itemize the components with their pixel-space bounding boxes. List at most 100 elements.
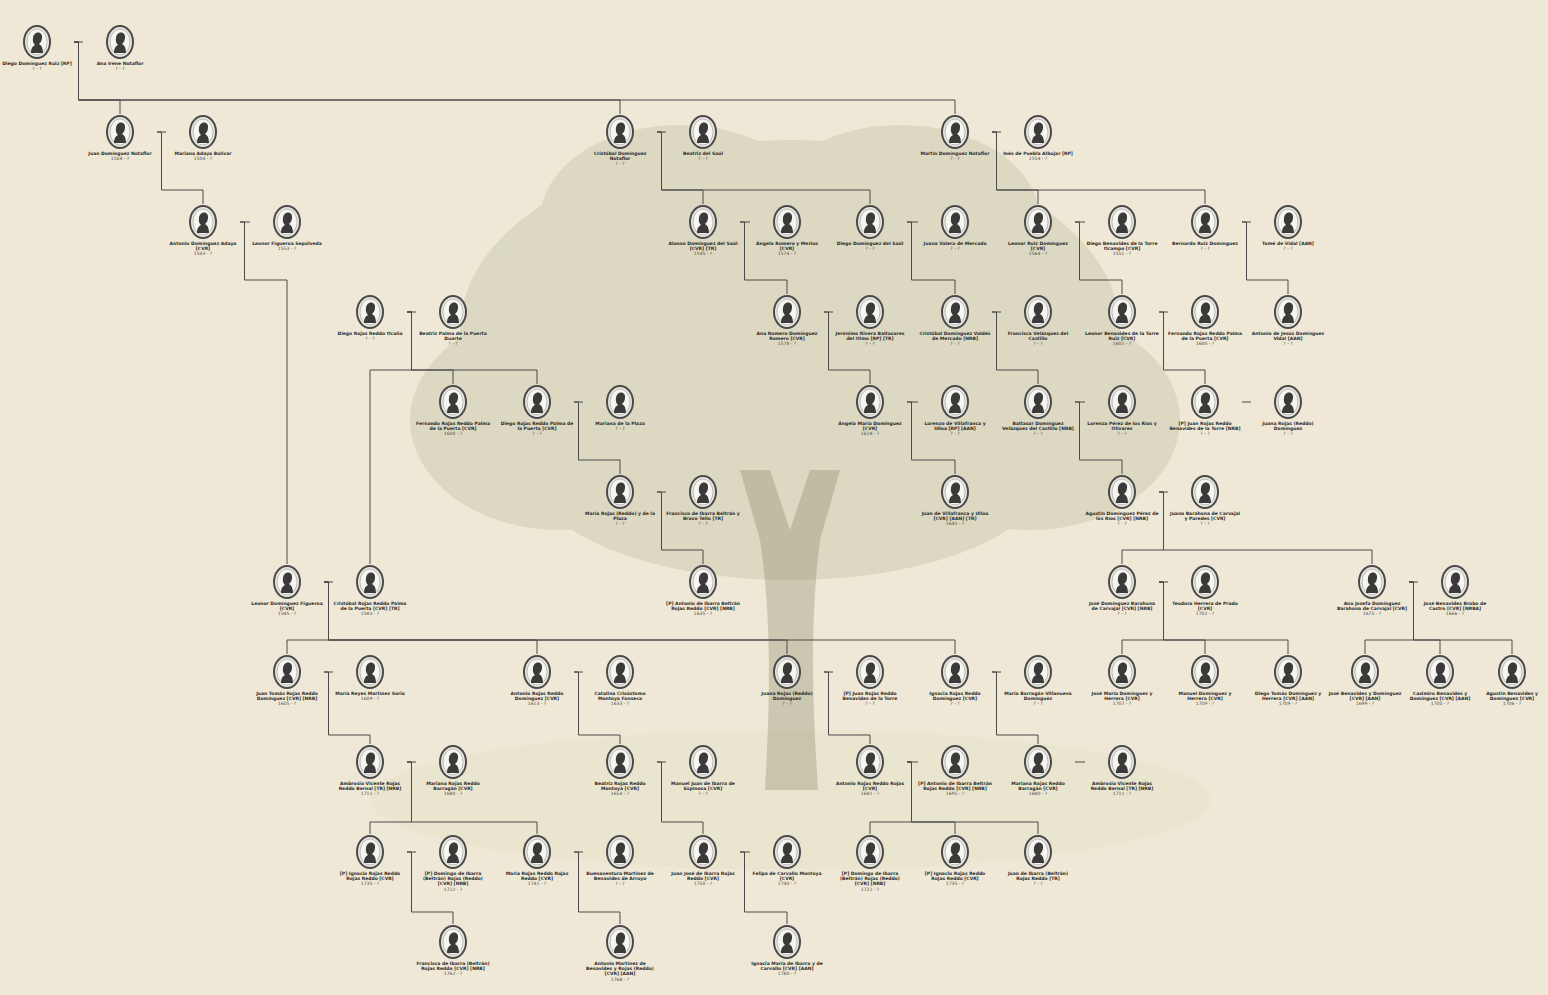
portrait-frame	[1190, 204, 1220, 240]
portrait-frame	[438, 744, 468, 780]
family-line	[907, 762, 1038, 834]
life-dates: 1601 - ?	[1085, 341, 1159, 346]
person-card: Ángela Romero y Merlos [CVR]1574 - ?	[750, 204, 824, 257]
person-name: Beatriz Rojas Reddo Montoya [CVR]	[583, 781, 657, 791]
portrait-frame	[1023, 114, 1053, 150]
life-dates: 1504 - ?	[83, 156, 157, 161]
person-card: Mariana Rojas Reddo Barragán [CVR]1680 -…	[416, 744, 490, 797]
person-card: Fernando Rojas Reddo Palma de la Puerta …	[416, 384, 490, 437]
portrait-frame	[1023, 834, 1053, 870]
portrait-frame	[605, 114, 635, 150]
person-name: Francisco de Ibarra Beltrán y Bravo Tell…	[666, 511, 740, 521]
person-card: Jerónimo Rivera Baltasares del Olmo [RP]…	[833, 294, 907, 347]
life-dates: 1564 - ?	[1001, 251, 1075, 256]
life-dates: 1681 - ?	[833, 791, 907, 796]
person-name: Juan de Ibarra (Beltrán) Rojas Reddo [TR…	[1001, 871, 1075, 881]
person-name: María Reyes Martínez Sorio	[333, 691, 407, 696]
portrait-frame	[438, 924, 468, 960]
person-card: Ambrosio Vicente Rojas Reddo Bernal [TR]…	[333, 744, 407, 797]
person-card: Juana Barahona de Carvajal y Paredes [CV…	[1168, 474, 1242, 527]
life-dates: ? - ?	[833, 701, 907, 706]
person-card: Inés de Puebla Albujar [RP]1554 - ?	[1001, 114, 1075, 161]
person-card: Beatriz Palma de la Puerta Duarte? - ?	[416, 294, 490, 347]
portrait-frame	[438, 294, 468, 330]
person-card: Diego Benavides de la Torre Ocampo [CVR]…	[1085, 204, 1159, 257]
person-card: Beatriz del Saúl? - ?	[666, 114, 740, 161]
person-name: [P] Ignacio Rojas Reddo Rojas Reddo [CVR…	[333, 871, 407, 881]
person-card: Lorenzo de Villafranca y Ulloa [RP] [AAN…	[918, 384, 992, 437]
life-dates: 1600 - ?	[416, 431, 490, 436]
person-name: [P] Domingo de Ibarra (Beltrán) Rojas (R…	[416, 871, 490, 887]
family-line	[407, 762, 537, 834]
person-card: Felipa de Carvallo Montoya [CVR]1740 - ?	[750, 834, 824, 887]
portrait-frame	[1350, 654, 1380, 690]
person-card: Beatriz Rojas Reddo Montoya [CVR]1654 - …	[583, 744, 657, 797]
person-name: José Domínguez Barahona de Carvajal [CVR…	[1085, 601, 1159, 611]
portrait-frame	[855, 384, 885, 420]
person-card: María Barragán Villanueva Domínguez? - ?	[1001, 654, 1075, 707]
family-line	[1075, 762, 1085, 763]
portrait-frame	[1440, 564, 1470, 600]
portrait-frame	[105, 114, 135, 150]
portrait-frame	[772, 654, 802, 690]
life-dates: 1706 - ?	[1484, 701, 1540, 706]
life-dates: 1574 - ?	[750, 251, 824, 256]
life-dates: 1666 - ?	[1418, 611, 1492, 616]
person-card: Antonio Rojas Reddo Domínguez [CVR]1613 …	[500, 654, 574, 707]
person-name: Cristóbal Rojas Reddo Palma de la Puerta…	[333, 601, 407, 611]
person-card: Juan Tomás Rojas Reddo Domínguez [CVR] […	[250, 654, 324, 707]
person-card: María Reyes Martínez Sorio1609 - ?	[333, 654, 407, 701]
person-name: Antonio Domínguez Adaya [CVR]	[166, 241, 240, 251]
person-card: Juan Domínguez Notaflor1504 - ?	[83, 114, 157, 161]
person-name: Leonor Benavides de la Torre Ruiz [CVR]	[1085, 331, 1159, 341]
person-name: Juana Valera de Mercado	[918, 241, 992, 246]
person-card: Agustín Domínguez Pérez de los Ríos [CVR…	[1085, 474, 1159, 527]
person-card: José Benavides Brabo de Castro [CVR] [NR…	[1418, 564, 1492, 617]
life-dates: 1780 - ?	[750, 971, 824, 976]
person-card: Buenaventura Martínez de Benavides de Ar…	[583, 834, 657, 887]
life-dates: ? - ?	[918, 156, 992, 161]
person-name: Mariana Adaya Bolívar	[166, 151, 240, 156]
person-card: Antonio Rojas Reddo Rojas [CVR]1681 - ?	[833, 744, 907, 797]
person-card: [P] Antonio de Ibarra Beltrán Rojas Redd…	[918, 744, 992, 797]
life-dates: 1553 - ?	[250, 246, 324, 251]
portrait-frame	[772, 834, 802, 870]
person-card: José Domínguez Barahona de Carvajal [CVR…	[1085, 564, 1159, 617]
person-name: Manuel Juan de Ibarra de Espinosa [CVR]	[666, 781, 740, 791]
portrait-frame	[940, 654, 970, 690]
person-name: Mariana Rojas Reddo Barragán [CVR]	[1001, 781, 1075, 791]
person-card: María Rojas (Reddo) y de la Plaza? - ?	[583, 474, 657, 527]
person-name: Ana Josefa Domínguez Barahona de Carvaja…	[1335, 601, 1409, 611]
person-card: Cristóbal Rojas Reddo Palma de la Puerta…	[333, 564, 407, 617]
person-card: Diego Rojas Reddo Palma de la Puerta [CV…	[500, 384, 574, 437]
person-name: Ambrosio Vicente Rojas Reddo Bernal [TR]…	[1085, 781, 1159, 791]
life-dates: ? - ?	[666, 521, 740, 526]
portrait-frame	[940, 744, 970, 780]
life-dates: ? - ?	[416, 341, 490, 346]
life-dates: 1675 - ?	[1335, 611, 1409, 616]
life-dates: 1709 - ?	[1251, 701, 1325, 706]
person-name: María Rojas (Reddo) y de la Plaza	[583, 511, 657, 521]
person-card: Baltasar Domínguez Velázquez del Castill…	[1001, 384, 1075, 437]
portrait-frame	[1357, 564, 1387, 600]
person-name: Francisca de Ibarra (Beltrán) Rojas Redd…	[416, 961, 490, 971]
life-dates: 1605 - ?	[250, 701, 324, 706]
person-name: Agustín Domínguez Pérez de los Ríos [CVR…	[1085, 511, 1159, 521]
portrait-frame	[22, 24, 52, 60]
person-name: Juana Rojas (Reddo) Domínguez	[750, 691, 824, 701]
person-name: Diego Rojas Reddo Palma de la Puerta [CV…	[500, 421, 574, 431]
portrait-frame	[688, 474, 718, 510]
portrait-frame	[1023, 744, 1053, 780]
life-dates: ? - ?	[918, 701, 992, 706]
life-dates: 1654 - ?	[583, 791, 657, 796]
portrait-frame	[1107, 564, 1137, 600]
life-dates: 1709 - ?	[1168, 701, 1242, 706]
life-dates: ? - ?	[333, 336, 407, 341]
family-line	[1159, 492, 1372, 564]
person-name: Leonor Ruiz Domínguez [CVR]	[1001, 241, 1075, 251]
person-name: Juan Tomás Rojas Reddo Domínguez [CVR] […	[250, 691, 324, 701]
person-name: Juan José de Ibarra Rojas Reddo [CVR]	[666, 871, 740, 881]
person-card: Bernardo Ruiz Domínguez? - ?	[1168, 204, 1242, 251]
portrait-frame	[688, 834, 718, 870]
person-name: Agustín Benavides y Domínguez [CVR]	[1484, 691, 1540, 701]
